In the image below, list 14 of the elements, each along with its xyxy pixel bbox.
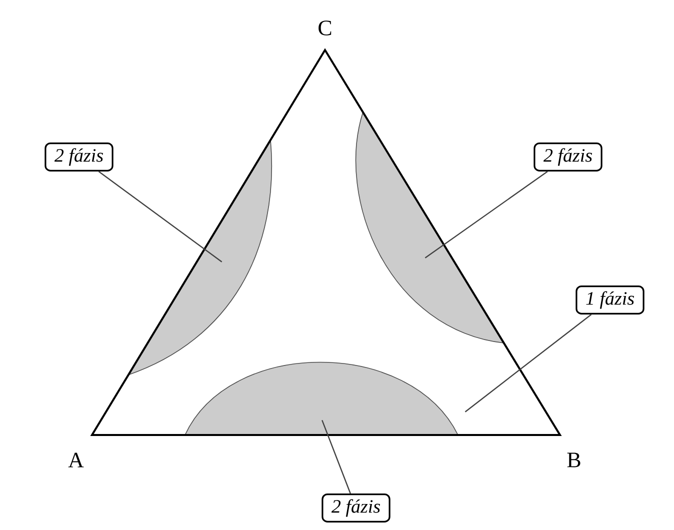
leader-line [424, 171, 548, 258]
vertex-label: C [318, 20, 332, 36]
label-box: 1 fázis [576, 285, 644, 314]
label-box: 2 fázis [534, 142, 602, 172]
leader-line [98, 171, 222, 262]
label-box: 2 fázis [44, 142, 114, 172]
leader-line [464, 314, 592, 412]
two-phase-region [128, 140, 272, 376]
vertex-label: A [68, 452, 84, 468]
label-box: 2 fázis [322, 494, 390, 522]
two-phase-region [355, 112, 504, 344]
leader-line [322, 420, 351, 494]
two-phase-region [184, 362, 458, 435]
vertex-label: B [567, 452, 580, 468]
